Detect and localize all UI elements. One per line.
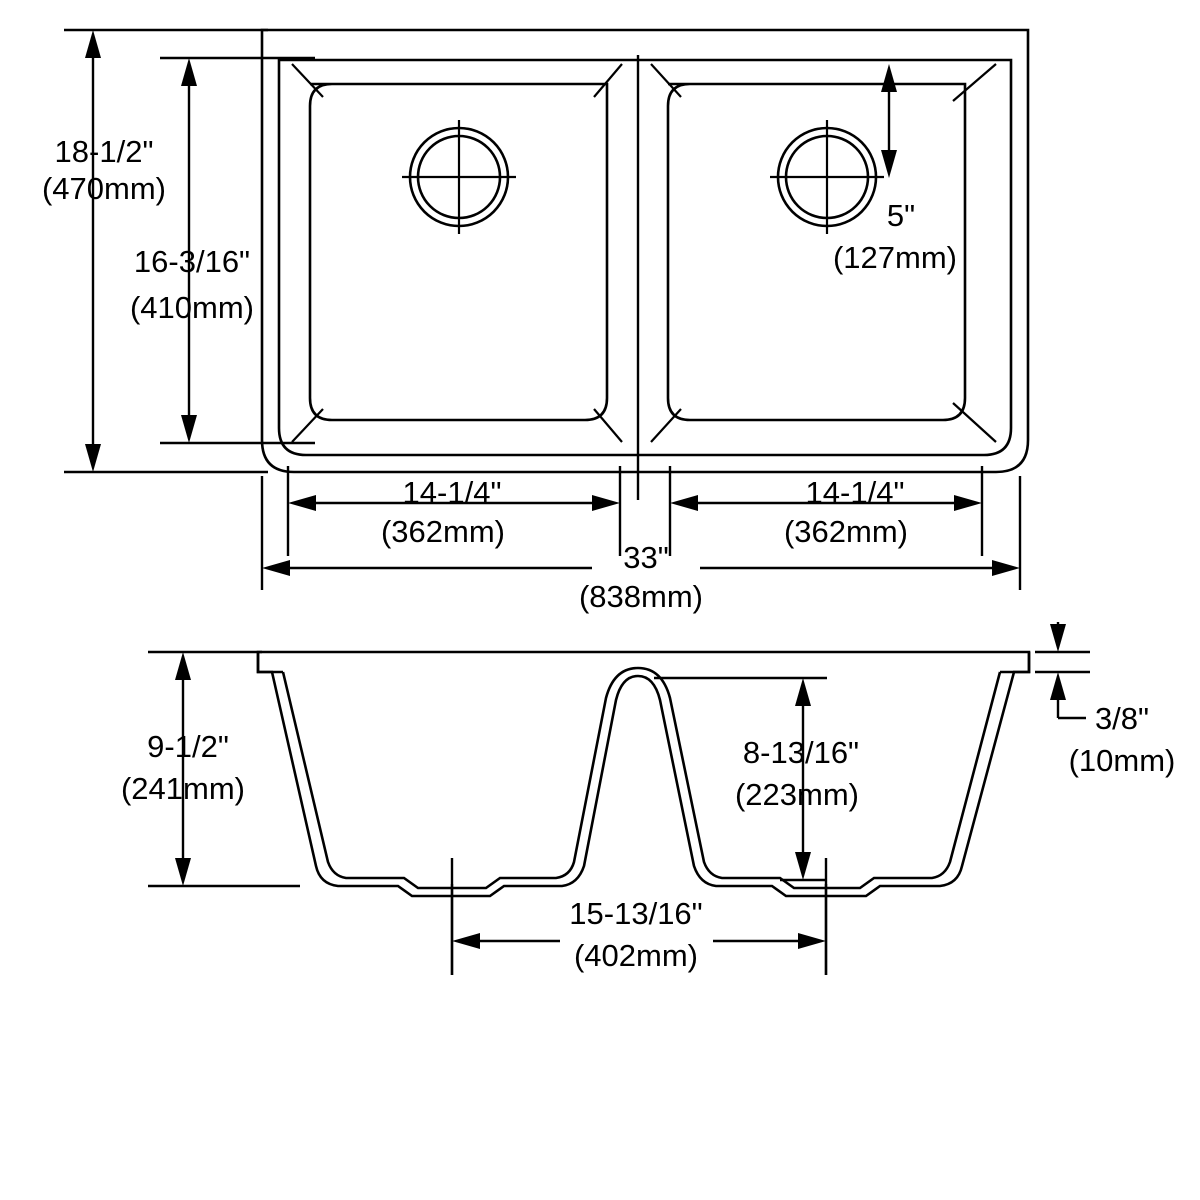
fillet-tick-right-bowl-tl (650, 63, 682, 98)
dim-label-bowl-depth-metric: (223mm) (735, 777, 859, 812)
arrowhead-down-223 (795, 852, 811, 880)
dim-label-left-bowl-width-imperial: 14-1/4" (403, 475, 502, 510)
dim-label-drain-from-back-metric: (127mm) (833, 240, 957, 275)
arrowhead-down-410 (181, 415, 197, 443)
fillet-tick-right-bowl-br (952, 402, 997, 443)
dim-label-right-bowl-width-imperial: 14-1/4" (806, 475, 905, 510)
arrowhead-right-362-left (592, 495, 620, 511)
dim-label-rim-thickness-metric: (10mm) (1069, 743, 1176, 778)
dim-label-rim-thickness-imperial: 3/8" (1095, 701, 1149, 736)
right-drain (770, 120, 884, 234)
dim-label-overall-width-imperial: 33" (623, 540, 669, 575)
arrowhead-down-470 (85, 444, 101, 472)
dim-label-bowl-front-to-back-metric: (410mm) (130, 290, 254, 325)
dim-bowl-front-to-back: 16-3/16" (410mm) (130, 56, 315, 445)
dim-bowl-depth: 8-13/16" (223mm) (654, 676, 859, 882)
dim-bowl-bottom-width: 15-13/16" (402mm) (450, 884, 828, 975)
dim-label-right-bowl-width-metric: (362mm) (784, 514, 908, 549)
fillet-tick-left-bowl-bl (291, 408, 324, 443)
dim-label-overall-depth-metric: (241mm) (121, 771, 245, 806)
arrowhead-right-402 (798, 933, 826, 949)
arrowhead-right-838 (992, 560, 1020, 576)
arrowhead-up-10 (1050, 672, 1066, 700)
dim-label-bowl-depth-imperial: 8-13/16" (743, 735, 859, 770)
dim-label-bowl-bottom-width-imperial: 15-13/16" (569, 896, 702, 931)
arrowhead-left-362-right (670, 495, 698, 511)
sink-section-outer-profile (256, 650, 1031, 898)
dim-label-bowl-front-to-back-imperial: 16-3/16" (134, 244, 250, 279)
dim-label-drain-from-back-imperial: 5" (887, 198, 915, 233)
arrowhead-up-241 (175, 652, 191, 680)
dim-overall-depth: 9-1/2" (241mm) (121, 650, 300, 888)
dim-label-overall-depth-imperial: 9-1/2" (147, 729, 229, 764)
dim-label-bowl-bottom-width-metric: (402mm) (574, 938, 698, 973)
dim-label-overall-front-to-back-imperial: 18-1/2" (55, 134, 154, 169)
dim-label-left-bowl-width-metric: (362mm) (381, 514, 505, 549)
fillet-tick-right-bowl-bl (650, 408, 682, 443)
arrowhead-left-402 (452, 933, 480, 949)
top-view: 18-1/2" (470mm) 16-3/16" (410mm) 5" (127… (42, 28, 1030, 614)
sink-section-inner-profile (281, 666, 1002, 890)
arrowhead-down-241 (175, 858, 191, 886)
fillet-tick-left-bowl-br (593, 408, 623, 443)
dim-rim-thickness: 3/8" (10mm) (1035, 622, 1175, 778)
fillet-tick-right-bowl-tr (952, 63, 997, 102)
arrowhead-left-362-left (288, 495, 316, 511)
arrowhead-up-127 (881, 64, 897, 92)
section-right-rim-lip (1000, 652, 1031, 674)
arrowhead-down-10 (1050, 624, 1066, 652)
dim-right-bowl-width: 14-1/4" (362mm) (668, 466, 984, 556)
arrowhead-right-362-right (954, 495, 982, 511)
section-view: 9-1/2" (241mm) 8-13/16" (223mm) 3/8" (10… (121, 622, 1175, 975)
arrowhead-up-410 (181, 58, 197, 86)
sink-outer-rim-outline (260, 28, 1030, 474)
arrowhead-left-838 (262, 560, 290, 576)
dim-overall-front-to-back: 18-1/2" (470mm) (42, 28, 268, 474)
arrowhead-down-127 (881, 150, 897, 178)
sink-rim-inner-outline (277, 58, 1013, 457)
fillet-tick-left-bowl-tr (593, 63, 623, 98)
section-left-rim-lip (256, 652, 283, 674)
dim-drain-from-back: 5" (127mm) (833, 64, 957, 275)
dim-left-bowl-width: 14-1/4" (362mm) (286, 466, 622, 556)
left-drain (402, 120, 516, 234)
dim-label-overall-front-to-back-metric: (470mm) (42, 171, 166, 206)
fillet-tick-left-bowl-tl (291, 63, 324, 98)
arrowhead-up-223 (795, 678, 811, 706)
dim-label-overall-width-metric: (838mm) (579, 579, 703, 614)
dim-overall-width: 33" (838mm) (260, 476, 1022, 614)
arrowhead-up-470 (85, 30, 101, 58)
